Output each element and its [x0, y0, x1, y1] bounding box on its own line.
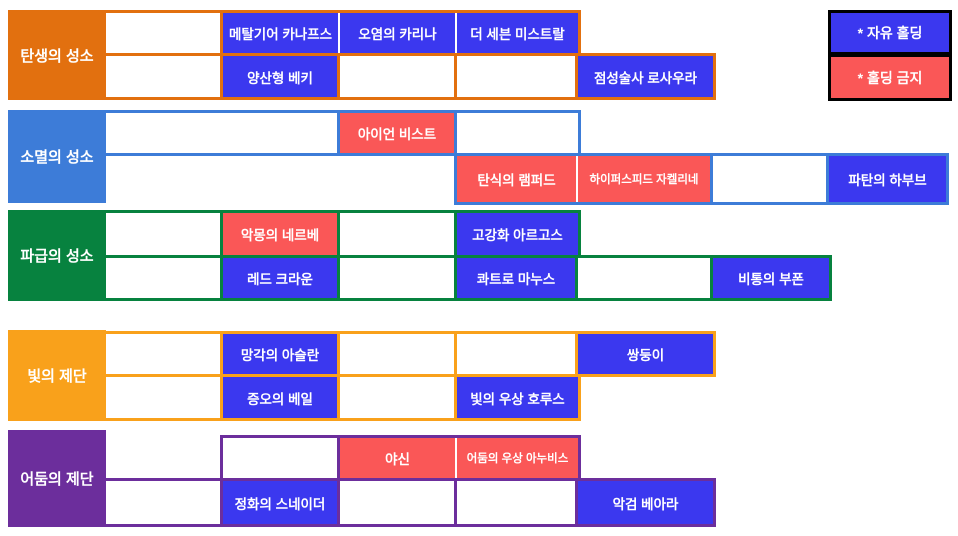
empty-cell: [223, 438, 340, 478]
boss-cell: 증오의 베일: [223, 377, 340, 418]
boss-name: 쌍둥이: [626, 348, 665, 363]
boss-cell: 쌍둥이: [578, 334, 713, 374]
boss-name: 탄식의 램퍼드: [477, 173, 556, 188]
boss-cell: 빛의 우상 호루스: [457, 377, 578, 418]
empty-cell: [457, 481, 578, 524]
boss-cell: 아이언 비스트: [340, 113, 457, 153]
empty-cell: [106, 377, 223, 418]
empty-cell: [340, 258, 457, 298]
boss-cell: 고강화 아르고스: [457, 213, 578, 255]
section-label: 어둠의 제단: [8, 430, 106, 527]
boss-name: 파탄의 하부브: [848, 173, 927, 188]
boss-name: 오염의 카리나: [358, 27, 437, 42]
section-row: 증오의 베일 빛의 우상 호루스: [103, 374, 581, 421]
empty-cell: [340, 213, 457, 255]
section-label: 소멸의 성소: [8, 110, 106, 203]
section-row: 메탈기어 카나프스 오염의 카리나 더 세븐 미스트랄: [103, 10, 581, 56]
boss-cell: 더 세븐 미스트랄: [457, 13, 578, 53]
boss-cell: 레드 크라운: [223, 258, 340, 298]
boss-cell: 오염의 카리나: [340, 13, 457, 53]
boss-name: 망각의 아슬란: [240, 348, 320, 363]
boss-cell: 하이퍼스피드 자켈리네: [578, 156, 713, 202]
empty-cell: [340, 334, 457, 374]
boss-name: 하이퍼스피드 자켈리네: [589, 174, 699, 186]
empty-cell: [457, 334, 578, 374]
section-row: 야신 어둠의 우상 아누비스: [220, 435, 581, 481]
boss-cell: 파탄의 하부브: [829, 156, 946, 202]
empty-cell: [340, 481, 457, 524]
boss-name: 증오의 베일: [247, 391, 313, 407]
boss-cell: 야신: [340, 438, 457, 478]
boss-name: 고강화 아르고스: [472, 228, 563, 243]
legend-item-free-holding: * 자유 홀딩: [828, 10, 952, 55]
boss-cell: 양산형 베키: [223, 56, 340, 97]
boss-name: 더 세븐 미스트랄: [470, 27, 565, 42]
empty-cell: [106, 481, 223, 524]
boss-cell: 악몽의 네르베: [223, 213, 340, 255]
legend-item-no-holding: * 홀딩 금지: [828, 54, 952, 101]
boss-cell: 악검 베아라: [578, 481, 713, 524]
section-row: 정화의 스네이더 악검 베아라: [103, 478, 716, 527]
boss-name: 콰트로 마누스: [476, 272, 556, 287]
boss-name: 야신: [385, 452, 410, 467]
section-row: 망각의 아슬란 쌍둥이: [103, 331, 716, 377]
section-row: 양산형 베키 점성술사 로사우라: [103, 53, 716, 100]
boss-name: 아이언 비스트: [357, 127, 437, 142]
empty-cell: [106, 13, 223, 53]
boss-cell: 점성술사 로사우라: [578, 56, 713, 97]
empty-cell: [457, 56, 578, 97]
boss-cell: 어둠의 우상 아누비스: [457, 438, 578, 478]
boss-name: 양산형 베키: [247, 70, 313, 86]
section-row: 아이언 비스트: [103, 110, 581, 156]
boss-cell: 정화의 스네이더: [223, 481, 340, 524]
boss-name: 메탈기어 카나프스: [228, 27, 333, 42]
boss-cell: 비통의 부폰: [713, 258, 829, 298]
section-row: 레드 크라운 콰트로 마누스 비통의 부폰: [103, 255, 832, 301]
boss-name: 악몽의 네르베: [240, 228, 320, 243]
section-row: 악몽의 네르베 고강화 아르고스: [103, 210, 581, 258]
empty-cell: [106, 258, 223, 298]
empty-cell: [106, 213, 223, 255]
empty-cell: [340, 56, 457, 97]
empty-cell: [457, 113, 578, 153]
empty-cell: [106, 56, 223, 97]
boss-name: 빛의 우상 호루스: [470, 391, 565, 407]
boss-cell: 메탈기어 카나프스: [223, 13, 340, 53]
boss-cell: 콰트로 마누스: [457, 258, 578, 298]
boss-name: 어둠의 우상 아누비스: [466, 453, 569, 465]
boss-name: 점성술사 로사우라: [593, 70, 698, 86]
boss-name: 악검 베아라: [612, 496, 679, 512]
empty-cell: [340, 377, 457, 418]
boss-cell: 탄식의 램퍼드: [457, 156, 578, 202]
empty-cell: [106, 113, 340, 153]
boss-name: 정화의 스네이더: [234, 496, 326, 512]
boss-name: 레드 크라운: [247, 272, 313, 287]
section-label: 파급의 성소: [8, 210, 106, 301]
empty-cell: [106, 334, 223, 374]
boss-name: 비통의 부폰: [738, 272, 804, 287]
boss-cell: 망각의 아슬란: [223, 334, 340, 374]
section-row: 탄식의 램퍼드 하이퍼스피드 자켈리네 파탄의 하부브: [454, 153, 949, 205]
section-label: 탄생의 성소: [8, 10, 106, 100]
empty-cell: [578, 258, 713, 298]
section-label: 빛의 제단: [8, 330, 106, 421]
empty-cell: [713, 156, 829, 202]
